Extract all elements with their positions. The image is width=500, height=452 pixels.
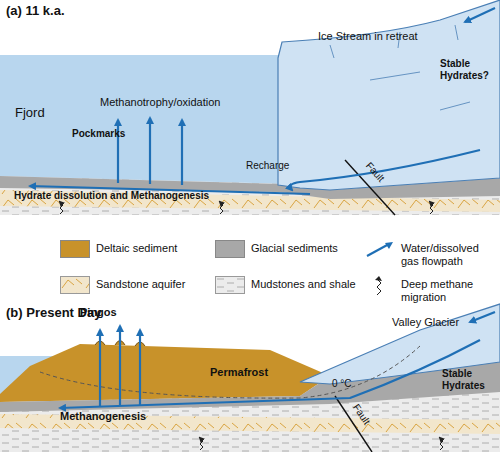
ice-stream <box>278 0 500 190</box>
legend-symbol <box>365 276 395 300</box>
process-label: Methanogenesis <box>60 410 146 423</box>
mudstone-swatch <box>215 276 245 294</box>
fjord-water <box>0 55 292 184</box>
hydrate-label: Stable Hydrates <box>442 368 497 391</box>
feature-label: Pingos <box>80 306 117 319</box>
deep-methane-symbols <box>60 202 433 214</box>
legend-swatch <box>215 240 245 258</box>
methane-icon <box>365 276 395 296</box>
legend-text: Sandstone aquifer <box>96 278 206 291</box>
legend-symbol <box>60 276 90 298</box>
legend-text: Mudstones and shale <box>251 278 361 291</box>
legend-swatch <box>60 240 90 258</box>
deep-methane-symbols <box>200 438 443 450</box>
fault-line <box>345 160 395 215</box>
legend-text: Deltaic sediment <box>96 242 206 255</box>
legend-symbol <box>215 276 245 298</box>
process-label: Recharge <box>246 160 289 172</box>
glacier-label: Valley Glacier <box>392 316 459 329</box>
hydrate-label: Stable Hydrates? <box>440 58 500 81</box>
ice-label: Ice Stream in retreat <box>318 30 418 43</box>
flow-arrows <box>30 8 495 194</box>
process-label: Hydrate dissolution and Methanogenesis <box>14 190 209 202</box>
legend-text: Deep methane migration <box>401 278 496 303</box>
zero-degree-isotherm <box>40 346 420 398</box>
fault-line <box>335 396 372 452</box>
delta <box>0 344 330 402</box>
layer-label: Permafrost <box>210 366 268 379</box>
flow-icon <box>365 240 395 258</box>
water-label: Fjord <box>15 106 45 121</box>
panel-title: (a) 11 k.a. <box>6 4 65 19</box>
flow-arrows <box>60 312 495 408</box>
feature-label: Pockmarks <box>72 128 125 140</box>
legend-text: Water/dissolved gas flowpath <box>401 242 496 267</box>
legend-symbol <box>365 240 395 262</box>
legend-text: Glacial sediments <box>251 242 361 255</box>
process-label: Methanotrophy/oxidation <box>100 96 220 109</box>
sandstone-swatch <box>60 276 90 294</box>
isotherm-label: 0 °C <box>332 378 352 390</box>
